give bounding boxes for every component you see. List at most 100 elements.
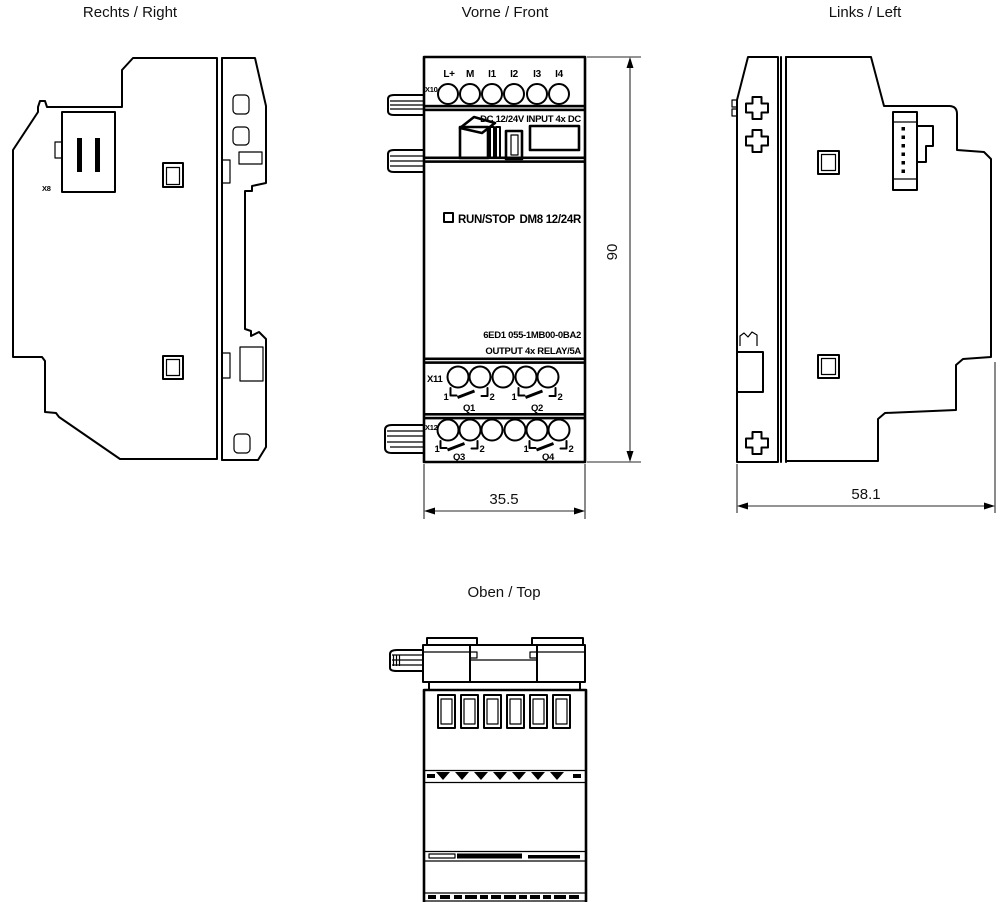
terminal-label-I3: I3	[533, 69, 541, 80]
plate-hole-bottom	[233, 433, 251, 454]
order-number: 6ED1 055-1MB00-0BA2	[483, 330, 581, 341]
latch-tab-3	[384, 424, 425, 454]
expansion-interface-connector	[892, 111, 934, 191]
connector-slot-2	[95, 138, 100, 172]
slide-latch-tabs	[384, 94, 425, 454]
dimension-height-value: 90	[604, 244, 621, 261]
plate-cutout	[736, 351, 764, 393]
latch-tab-1	[387, 94, 425, 116]
connector-x12-label: X12	[425, 423, 438, 432]
model-label: DM8 12/24R	[519, 214, 582, 226]
cross-hole-3	[745, 431, 769, 455]
strip-tab-lower	[221, 352, 231, 379]
module-body-profile	[12, 57, 218, 460]
svg-text:1: 1	[435, 444, 441, 455]
relay-contact-q2: 1 2 Q2	[512, 387, 563, 414]
relay-contact-q3: 1 2 Q3	[435, 440, 485, 463]
top-body	[422, 688, 588, 902]
cross-hole-2	[745, 129, 769, 153]
terminal-label-M: M	[466, 69, 474, 80]
arrow-down	[626, 451, 634, 462]
latch-slot-inner	[510, 134, 519, 156]
relay-contact-q4: 1 2 Q4	[524, 440, 574, 463]
expansion-connector-block	[61, 111, 116, 193]
dimension-depth-value: 58.1	[851, 486, 880, 503]
front-view-title: Vorne / Front	[462, 4, 550, 21]
svg-text:2: 2	[490, 392, 495, 403]
relay-q1-label: Q1	[463, 403, 476, 414]
din-clip-hook	[739, 331, 758, 346]
svg-text:1: 1	[444, 392, 450, 403]
svg-text:2: 2	[558, 392, 563, 403]
top-view-title: Oben / Top	[467, 584, 540, 601]
seam-band	[424, 850, 586, 862]
dimension-width: 35.5	[423, 464, 586, 519]
terminal-label-L+: L+	[443, 69, 455, 80]
left-side-view	[731, 56, 992, 463]
bottom-hatch-band	[424, 892, 586, 902]
run-stop-label: RUN/STOP	[458, 214, 515, 226]
input-rating-label: DC 12/24V INPUT 4x DC	[480, 114, 581, 125]
left-plate	[736, 56, 779, 463]
terminal-label-I2: I2	[510, 69, 518, 80]
relay-contact-q1: 1 2 Q1	[444, 387, 495, 414]
cross-hole-1	[745, 96, 769, 120]
dimension-depth: 58.1	[736, 362, 996, 513]
open-flap-lid	[458, 115, 497, 135]
side-square-hole-lower	[162, 355, 184, 380]
plate-slot-upper	[238, 151, 263, 165]
output-row-x12: X12 1 2 Q3 1 2 Q4	[425, 418, 574, 463]
plate-hole-top-2	[232, 126, 250, 146]
strip-tab-upper	[221, 159, 231, 184]
side-square-hole-upper	[162, 162, 184, 188]
right-view-title: Rechts / Right	[83, 4, 178, 21]
vent-band	[424, 769, 586, 784]
svg-text:1: 1	[524, 444, 530, 455]
expansion-connector-label: X8	[42, 184, 51, 193]
top-slide-connector	[389, 649, 424, 672]
label-window	[528, 124, 581, 152]
dimension-height: 90	[587, 56, 641, 463]
side-square-hole-lower-inner	[165, 358, 181, 377]
top-latch-assembly	[422, 637, 586, 683]
top-view	[389, 637, 588, 902]
connector-slot-1	[77, 138, 82, 172]
svg-text:2: 2	[569, 444, 574, 455]
top-terminal-screws	[437, 694, 571, 729]
front-view: L+ M I1 I2 I3 I4 X10 DC 12/24V INPUT 4x …	[384, 55, 587, 464]
svg-text:2: 2	[480, 444, 485, 455]
module-body-profile-left	[785, 56, 992, 462]
side-square-hole-lower	[817, 354, 840, 379]
terminal-label-I4: I4	[555, 69, 563, 80]
arrow-up	[626, 57, 634, 68]
relay-q3-label: Q3	[453, 452, 465, 463]
arrow-left	[737, 502, 748, 510]
relay-q2-label: Q2	[531, 403, 543, 414]
connector-side-tab	[54, 141, 63, 159]
flap-hinge-2	[495, 126, 501, 159]
run-stop-led	[443, 212, 454, 223]
terminal-label-I1: I1	[488, 69, 496, 80]
arrow-right	[984, 502, 995, 510]
latch-tab-2	[387, 149, 425, 173]
right-side-view: X8	[12, 57, 267, 461]
input-terminal-circles	[437, 83, 570, 105]
left-view-title: Links / Left	[829, 4, 902, 21]
front-housing	[422, 55, 587, 464]
connector-x11-label: X11	[427, 374, 443, 385]
connector-x10-label: X10	[425, 85, 438, 94]
input-terminal-row: L+ M I1 I2 I3 I4 X10	[425, 69, 570, 105]
svg-text:1: 1	[512, 392, 518, 403]
input-rating-section: DC 12/24V INPUT 4x DC	[458, 114, 582, 161]
flap-hinge-1	[489, 126, 495, 159]
plate-hole-top-1	[232, 94, 250, 115]
dimension-width-value: 35.5	[489, 491, 518, 508]
din-rail-plate	[221, 57, 267, 461]
output-row-x11: X11 1 2 Q1 1 2 Q2	[427, 365, 563, 414]
relay-q4-label: Q4	[542, 452, 555, 463]
arrow-left	[424, 507, 435, 515]
output-rating-label: OUTPUT 4x RELAY/5A	[485, 346, 581, 357]
plate-slot-lower	[239, 346, 264, 382]
